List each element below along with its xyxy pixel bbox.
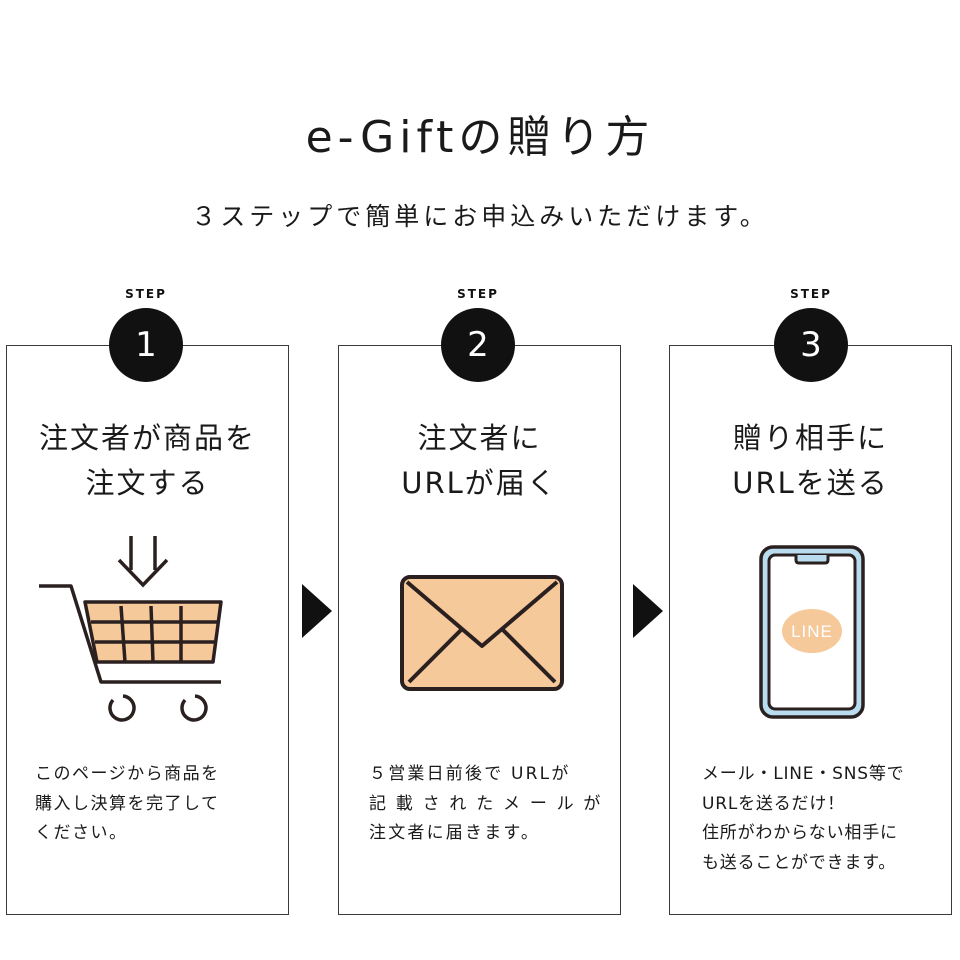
smartphone-icon: LINE bbox=[759, 545, 865, 719]
step-description-line: 住所がわからない相手に bbox=[702, 823, 898, 843]
line-badge-text: LINE bbox=[791, 622, 833, 641]
page-subtitle: ３ステップで簡単にお申込みいただけます。 bbox=[191, 202, 769, 231]
step-label: STEP bbox=[790, 287, 832, 301]
shopping-cart-icon bbox=[39, 536, 223, 722]
line-badge bbox=[782, 609, 842, 653]
step-description-line: URLを送るだけ！ bbox=[702, 793, 845, 814]
step-heading: 注文者が商品を 注文する bbox=[7, 416, 288, 506]
step-heading-line: 注文者が商品を bbox=[38, 421, 256, 455]
step-description-line: ５営業日前後で URLが bbox=[369, 764, 571, 784]
step-heading: 注文者に URLが届く bbox=[339, 416, 620, 506]
step-heading-line: URLが届く bbox=[401, 466, 558, 500]
step-description-line: ください。 bbox=[35, 823, 128, 843]
next-step-arrow-icon bbox=[302, 584, 332, 638]
step-label: STEP bbox=[457, 287, 499, 301]
step-badge-1: STEP 1 bbox=[96, 283, 196, 383]
step-description-line: も送ることができます。 bbox=[702, 852, 897, 873]
step-heading-line: 注文者に bbox=[417, 421, 542, 455]
next-step-arrow-icon bbox=[633, 584, 663, 638]
step-label: STEP bbox=[125, 287, 167, 301]
step-description-line: 注文者に届きます。 bbox=[369, 823, 541, 843]
step-heading-line: 贈り相手に bbox=[732, 421, 888, 455]
step-heading-line: 注文する bbox=[85, 466, 210, 500]
step-card-1: 注文者が商品を 注文する このページから商品を 購入し決算を完了して ください。 bbox=[6, 345, 289, 915]
step-description-line: 記 載 さ れ た メ ー ル が bbox=[369, 793, 603, 814]
step-badge-3: STEP 3 bbox=[761, 283, 861, 383]
step-card-3: 贈り相手に URLを送る LINE メール・LINE・SNS等で URLを送るだ… bbox=[669, 345, 952, 915]
envelope-icon bbox=[400, 575, 564, 691]
step-description: メール・LINE・SNS等で URLを送るだけ！ 住所がわからない相手に も送る… bbox=[702, 760, 942, 878]
step-badge-2: STEP 2 bbox=[428, 283, 528, 383]
step-description-line: メール・LINE・SNS等で bbox=[702, 764, 905, 784]
step-description: このページから商品を 購入し決算を完了して ください。 bbox=[35, 760, 275, 849]
step-number: 1 bbox=[109, 308, 183, 382]
page-title: e-Giftの贈り方 bbox=[305, 112, 655, 163]
step-description: ５営業日前後で URLが 記 載 さ れ た メ ー ル が 注文者に届きます。 bbox=[369, 760, 609, 849]
step-heading-line: URLを送る bbox=[732, 466, 889, 500]
step-number: 3 bbox=[774, 308, 848, 382]
step-heading: 贈り相手に URLを送る bbox=[670, 416, 951, 506]
step-description-line: 購入し決算を完了して bbox=[35, 793, 220, 814]
step-number: 2 bbox=[441, 308, 515, 382]
step-description-line: このページから商品を bbox=[35, 764, 220, 784]
step-card-2: 注文者に URLが届く ５営業日前後で URLが 記 載 さ れ た メ ー ル… bbox=[338, 345, 621, 915]
